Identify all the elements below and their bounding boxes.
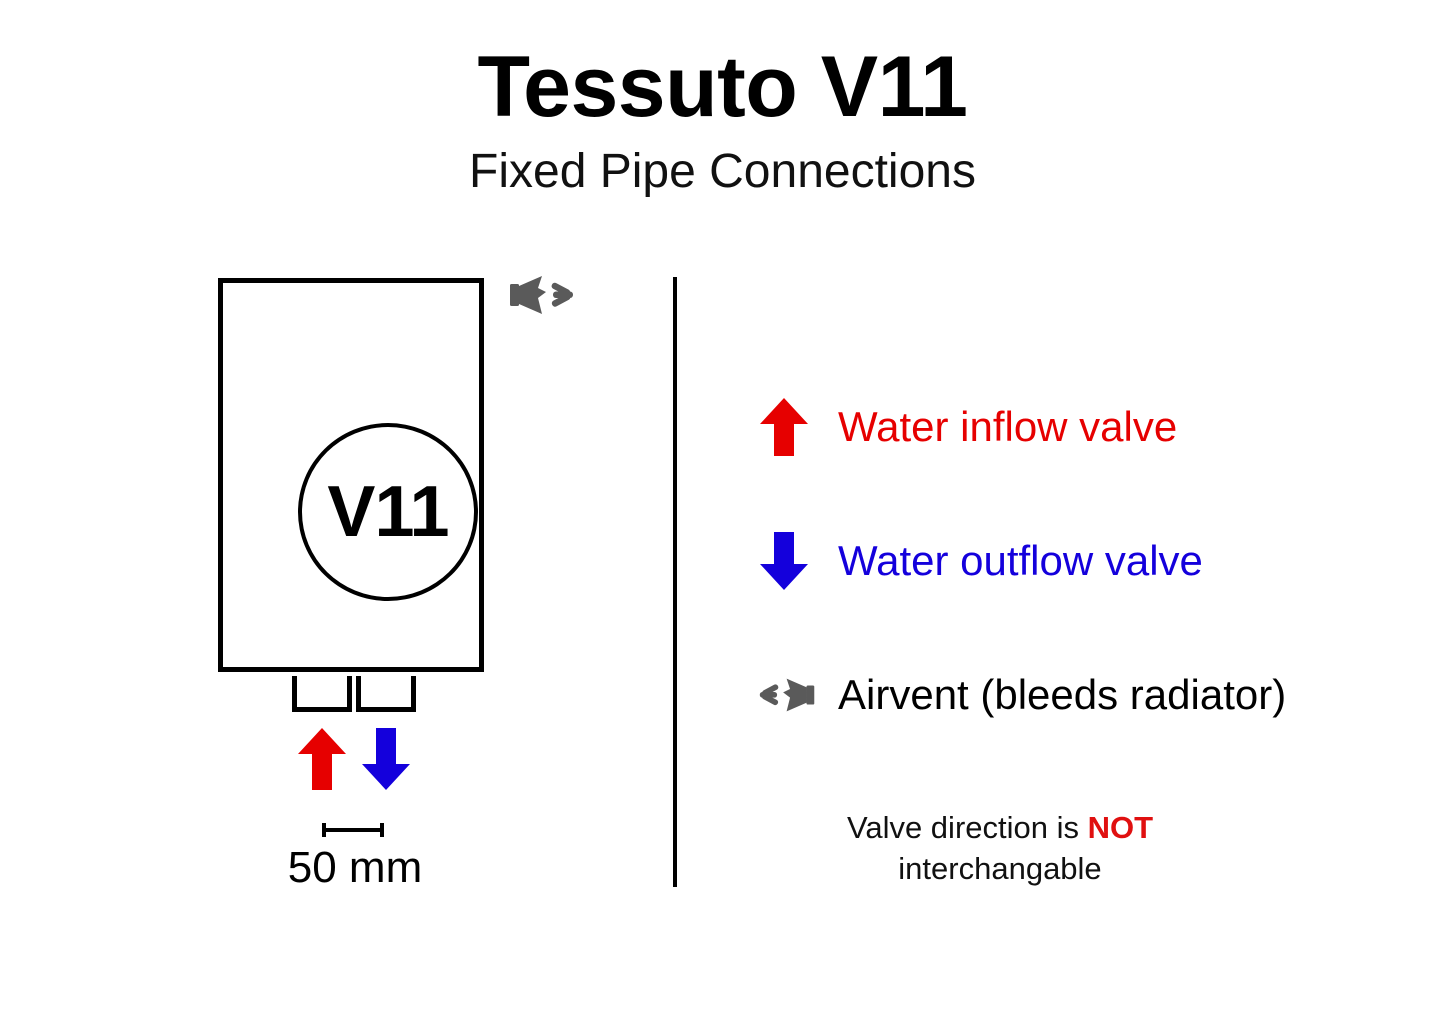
arrow-down-icon bbox=[362, 728, 410, 790]
warning-note: Valve direction is NOT interchangable bbox=[700, 808, 1300, 890]
pipe-stub-inflow bbox=[292, 676, 352, 712]
scale-label: 50 mm bbox=[287, 843, 423, 892]
legend-item-water-outflow: Water outflow valve bbox=[752, 530, 1203, 592]
airvent-icon bbox=[752, 664, 816, 726]
warning-text-before: Valve direction is bbox=[846, 810, 1088, 845]
arrow-up-icon bbox=[298, 728, 346, 790]
radiator-diagram: V11 bbox=[190, 260, 630, 900]
radiator-body: V11 bbox=[218, 278, 484, 672]
legend-item-water-inflow: Water inflow valve bbox=[752, 396, 1177, 458]
legend-item-label: Water inflow valve bbox=[838, 403, 1178, 450]
legend-item-label: Airvent (bleeds radiator) bbox=[838, 671, 1287, 718]
pipe-stub-outflow bbox=[356, 676, 416, 712]
airvent-icon bbox=[508, 268, 582, 322]
legend-item-label: Water outflow valve bbox=[838, 537, 1203, 584]
v11-badge-label: V11 bbox=[327, 472, 449, 552]
page-subtitle: Fixed Pipe Connections bbox=[469, 145, 976, 198]
vertical-divider bbox=[673, 277, 677, 887]
legend-item-airvent: Airvent (bleeds radiator) bbox=[752, 664, 1286, 726]
arrow-down-icon bbox=[752, 530, 816, 592]
arrow-up-icon bbox=[752, 396, 816, 458]
warning-text-line2: interchangable bbox=[898, 850, 1102, 886]
warning-emphasis: NOT bbox=[1087, 810, 1154, 845]
page-title: Tessuto V11 bbox=[477, 39, 968, 135]
scale-bar bbox=[322, 822, 384, 838]
v11-badge: V11 bbox=[298, 423, 478, 601]
